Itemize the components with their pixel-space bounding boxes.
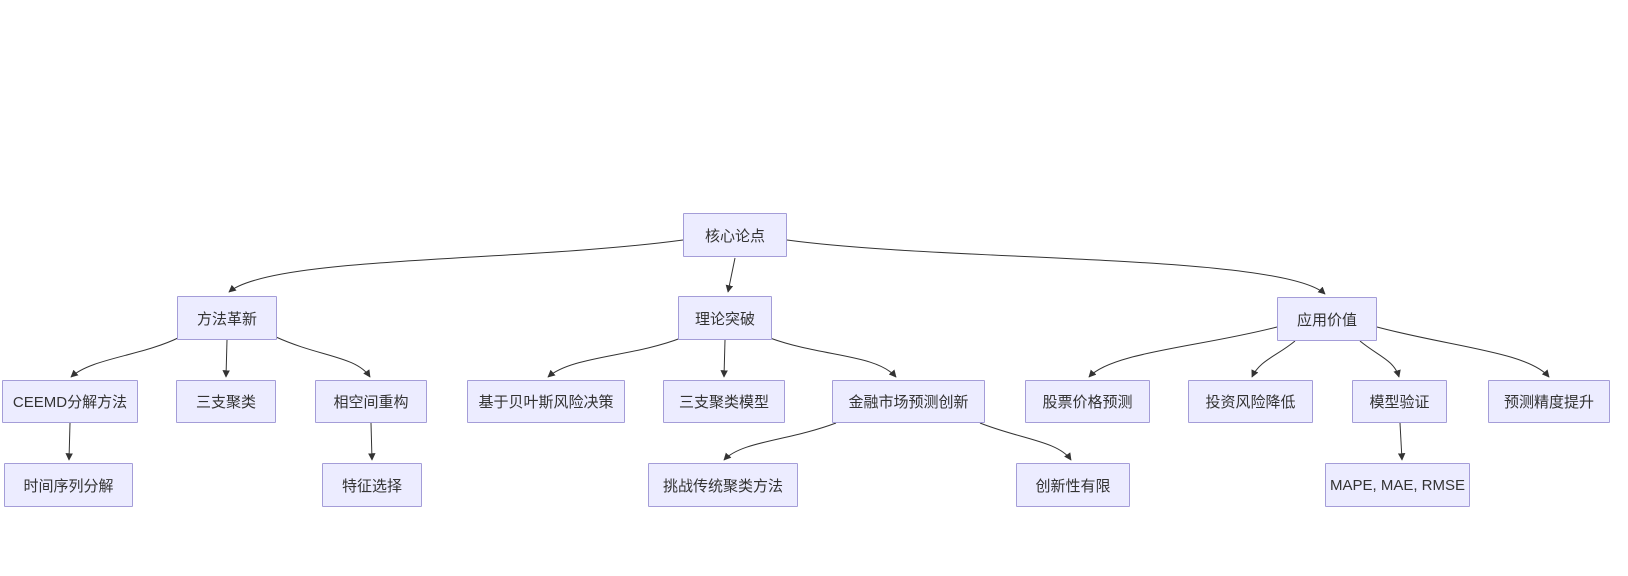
node-limited-novelty: 创新性有限 <box>1016 463 1130 507</box>
edge-financial-market-forecast-innovation--challenge-traditional-clustering <box>723 422 837 461</box>
edge-theory-breakthrough--bayesian-risk-decision <box>547 337 682 378</box>
edge-method-innovation--ceemd-decomposition <box>70 336 181 378</box>
node-bayesian-risk-decision: 基于贝叶斯风险决策 <box>467 380 625 423</box>
edge-financial-market-forecast-innovation--limited-novelty <box>979 422 1072 461</box>
node-challenge-traditional-clustering: 挑战传统聚类方法 <box>648 463 798 507</box>
node-time-series-decomposition: 时间序列分解 <box>4 463 133 507</box>
node-label: 模型验证 <box>1369 394 1430 411</box>
edge-ceemd-decomposition--time-series-decomposition <box>65 422 73 461</box>
edge-core-thesis--application-value <box>786 239 1326 295</box>
node-stock-price-prediction: 股票价格预测 <box>1025 380 1150 423</box>
edge-theory-breakthrough--three-way-clustering-model <box>720 339 728 378</box>
edge-method-innovation--three-way-clustering <box>222 339 230 378</box>
node-label: 挑战传统聚类方法 <box>662 477 783 495</box>
edge-theory-breakthrough--financial-market-forecast-innovation <box>769 337 897 378</box>
node-label: 金融市场预测创新 <box>848 394 969 411</box>
edge-method-innovation--phase-space-reconstruction <box>275 336 371 378</box>
node-label: 三支聚类模型 <box>678 394 769 411</box>
node-label: 股票价格预测 <box>1042 394 1133 411</box>
node-three-way-clustering: 三支聚类 <box>176 380 276 423</box>
node-method-innovation: 方法革新 <box>177 296 277 340</box>
edge-application-value--stock-price-prediction <box>1088 326 1278 378</box>
node-label: 时间序列分解 <box>23 477 114 495</box>
edge-application-value--forecast-accuracy-improvement <box>1376 326 1550 378</box>
node-error-metrics: MAPE, MAE, RMSE <box>1325 463 1470 507</box>
node-label: 基于贝叶斯风险决策 <box>478 394 614 411</box>
node-ceemd-decomposition: CEEMD分解方法 <box>2 380 138 423</box>
node-label: 特征选择 <box>341 477 402 495</box>
edge-model-validation--error-metrics <box>1397 422 1406 461</box>
node-label: 预测精度提升 <box>1503 394 1594 411</box>
edge-application-value--model-validation <box>1359 340 1401 378</box>
edge-core-thesis--method-innovation <box>228 239 684 293</box>
node-label: MAPE, MAE, RMSE <box>1329 476 1466 494</box>
node-feature-selection: 特征选择 <box>322 463 422 507</box>
node-investment-risk-reduction: 投资风险降低 <box>1188 380 1313 423</box>
node-financial-market-forecast-innovation: 金融市场预测创新 <box>832 380 985 423</box>
node-label: 应用价值 <box>1296 311 1357 329</box>
node-three-way-clustering-model: 三支聚类模型 <box>663 380 785 423</box>
node-label: 理论突破 <box>694 310 755 328</box>
node-model-validation: 模型验证 <box>1352 380 1447 423</box>
node-label: 相空间重构 <box>333 394 409 411</box>
node-label: 三支聚类 <box>195 394 256 411</box>
node-theory-breakthrough: 理论突破 <box>678 296 772 340</box>
node-label: 方法革新 <box>196 310 257 328</box>
node-forecast-accuracy-improvement: 预测精度提升 <box>1488 380 1610 423</box>
edge-phase-space-reconstruction--feature-selection <box>368 422 376 461</box>
node-core-thesis: 核心论点 <box>683 213 787 257</box>
node-label: CEEMD分解方法 <box>12 394 128 411</box>
node-application-value: 应用价值 <box>1277 297 1377 341</box>
edge-application-value--investment-risk-reduction <box>1251 340 1296 378</box>
edge-core-thesis--theory-breakthrough <box>725 257 736 293</box>
node-phase-space-reconstruction: 相空间重构 <box>315 380 427 423</box>
node-label: 核心论点 <box>704 227 765 245</box>
node-label: 创新性有限 <box>1035 477 1111 495</box>
node-label: 投资风险降低 <box>1205 394 1296 411</box>
